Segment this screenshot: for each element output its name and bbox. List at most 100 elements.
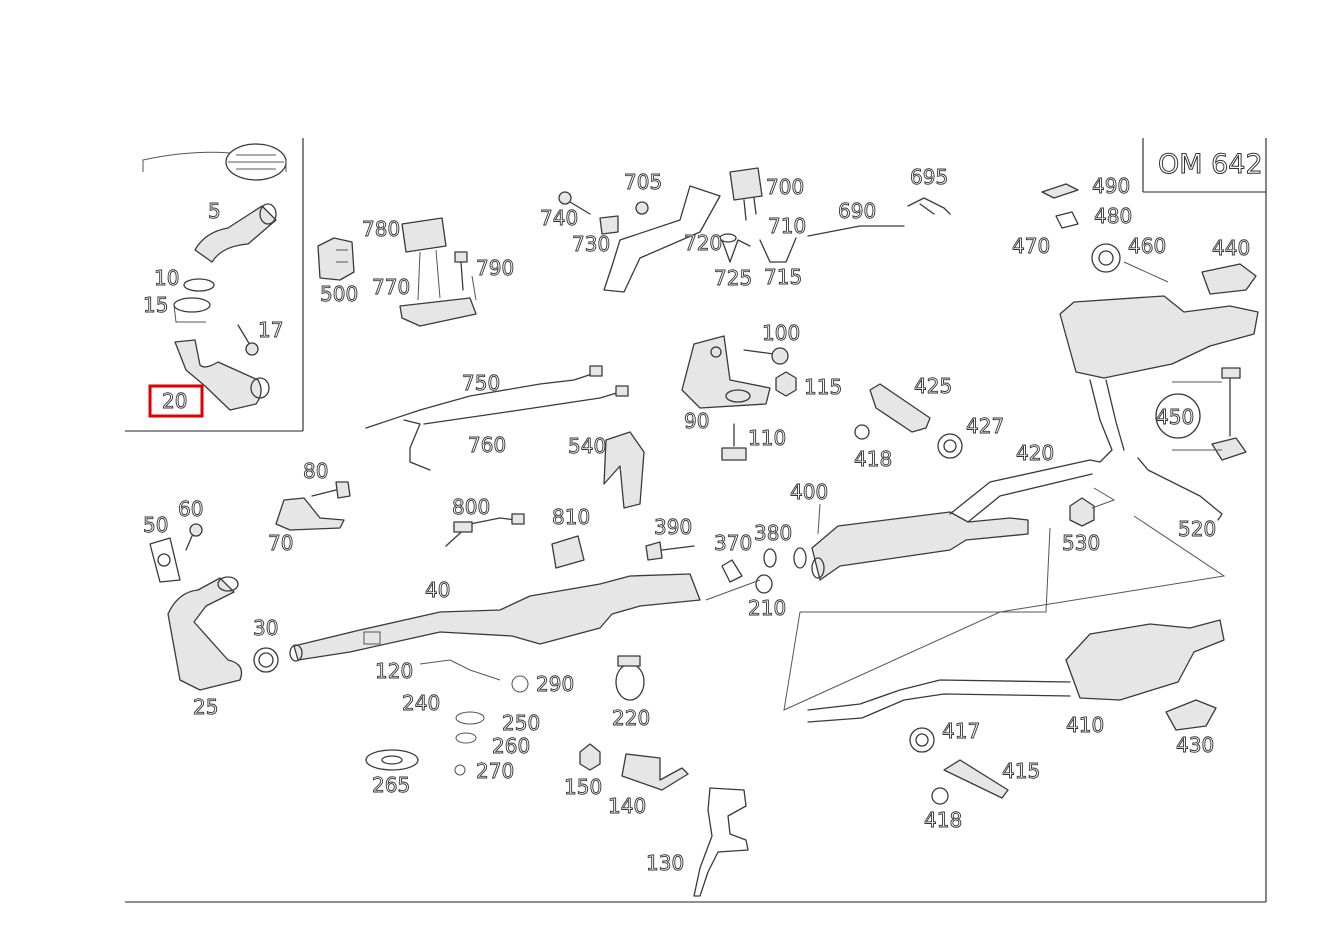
part-label-20[interactable]: 20 [162,389,188,414]
part-label-140[interactable]: 140 [608,794,647,819]
part-25-catalyst [167,576,243,691]
part-730-705-bracket [599,185,721,293]
part-label-220[interactable]: 220 [612,706,651,731]
part-label-90[interactable]: 90 [684,409,710,434]
part-500-bracket [317,237,355,281]
part-label-130[interactable]: 130 [646,851,685,876]
part-label-15[interactable]: 15 [143,293,169,318]
part-label-60[interactable]: 60 [178,497,204,522]
part-label-760[interactable]: 760 [468,433,507,458]
part-17-screw [237,324,259,356]
part-label-30[interactable]: 30 [253,616,279,641]
part-520-bracket [1137,457,1223,521]
part-label-460[interactable]: 460 [1128,234,1167,259]
part-265-gasket [365,749,419,771]
callout-lines [471,261,1226,711]
part-label-418-lower[interactable]: 418 [924,808,963,833]
part-label-705[interactable]: 705 [624,170,663,195]
part-label-110[interactable]: 110 [748,426,787,451]
part-450-bolt-group [1155,367,1247,461]
part-60-bolt [185,523,203,551]
part-label-725[interactable]: 725 [714,266,753,291]
part-5-downpipe [194,203,277,263]
part-label-400[interactable]: 400 [790,480,829,505]
part-710-725-715-lines [719,233,797,263]
part-740-bolt [558,191,591,215]
part-label-500[interactable]: 500 [320,282,359,307]
part-label-810[interactable]: 810 [552,505,591,530]
part-label-450[interactable]: 450 [1156,405,1195,430]
part-label-695[interactable]: 695 [910,165,949,190]
part-100-bolt [743,347,789,365]
part-label-740[interactable]: 740 [540,206,579,231]
part-800-o2-sensor [445,513,525,547]
engine-code-box: OM 642 [1142,138,1266,193]
part-410-rear-silencer [807,619,1225,723]
part-label-540[interactable]: 540 [568,434,607,459]
part-label-5[interactable]: 5 [208,199,222,224]
part-label-710[interactable]: 710 [768,214,807,239]
part-label-40[interactable]: 40 [425,578,451,603]
part-label-780[interactable]: 780 [362,217,401,242]
part-label-430[interactable]: 430 [1176,733,1215,758]
part-label-720[interactable]: 720 [684,231,723,256]
diagram-border [125,138,1267,903]
part-690-rod [807,225,905,237]
part-label-260[interactable]: 260 [492,734,531,759]
part-label-390[interactable]: 390 [654,515,693,540]
part-label-715[interactable]: 715 [764,265,803,290]
part-30-clamp [253,647,279,673]
part-label-115[interactable]: 115 [804,375,843,400]
part-540-bracket [603,431,645,509]
part-440-tip [1201,263,1257,295]
part-label-210[interactable]: 210 [748,596,787,621]
part-label-440[interactable]: 440 [1212,236,1251,261]
part-label-425[interactable]: 425 [914,374,953,399]
part-label-480[interactable]: 480 [1094,204,1133,229]
part-425-hanger [869,383,931,433]
part-label-380[interactable]: 380 [754,521,793,546]
part-label-770[interactable]: 770 [372,275,411,300]
part-label-150[interactable]: 150 [564,775,603,800]
part-label-790[interactable]: 790 [476,256,515,281]
part-label-420[interactable]: 420 [1016,441,1055,466]
part-label-100[interactable]: 100 [762,321,801,346]
part-label-520[interactable]: 520 [1178,517,1217,542]
part-label-427[interactable]: 427 [966,414,1005,439]
part-label-25[interactable]: 25 [193,695,219,720]
part-label-120[interactable]: 120 [375,659,414,684]
part-label-800[interactable]: 800 [452,495,491,520]
part-label-490[interactable]: 490 [1092,174,1131,199]
part-380-ring [763,548,777,568]
part-label-80[interactable]: 80 [303,459,329,484]
part-427-rubber [937,433,963,459]
part-label-10[interactable]: 10 [154,266,180,291]
part-label-700[interactable]: 700 [766,175,805,200]
part-label-415[interactable]: 415 [1002,759,1041,784]
part-label-17[interactable]: 17 [258,318,284,343]
part-410-rear-silencer-upper [1059,295,1259,463]
part-label-730[interactable]: 730 [572,232,611,257]
part-label-690[interactable]: 690 [838,199,877,224]
part-label-470[interactable]: 470 [1012,234,1051,259]
part-label-250[interactable]: 250 [502,711,541,736]
part-label-270[interactable]: 270 [476,759,515,784]
part-label-418-upper[interactable]: 418 [854,447,893,472]
part-70-bracket [275,497,345,531]
part-label-530[interactable]: 530 [1062,531,1101,556]
part-label-290[interactable]: 290 [536,672,575,697]
part-770-780-mount [399,217,477,327]
part-400-middle-silencer [793,511,1029,581]
part-530-nut [1069,497,1095,527]
part-480-490-bracket [1041,183,1079,229]
part-label-750[interactable]: 750 [462,371,501,396]
part-label-240[interactable]: 240 [402,691,441,716]
part-label-417[interactable]: 417 [942,719,981,744]
part-810-clip [551,535,585,569]
part-label-370[interactable]: 370 [714,531,753,556]
part-417-rubber [909,727,935,753]
part-label-70[interactable]: 70 [268,531,294,556]
part-label-50[interactable]: 50 [143,513,169,538]
part-label-265[interactable]: 265 [372,773,411,798]
part-label-410[interactable]: 410 [1066,713,1105,738]
